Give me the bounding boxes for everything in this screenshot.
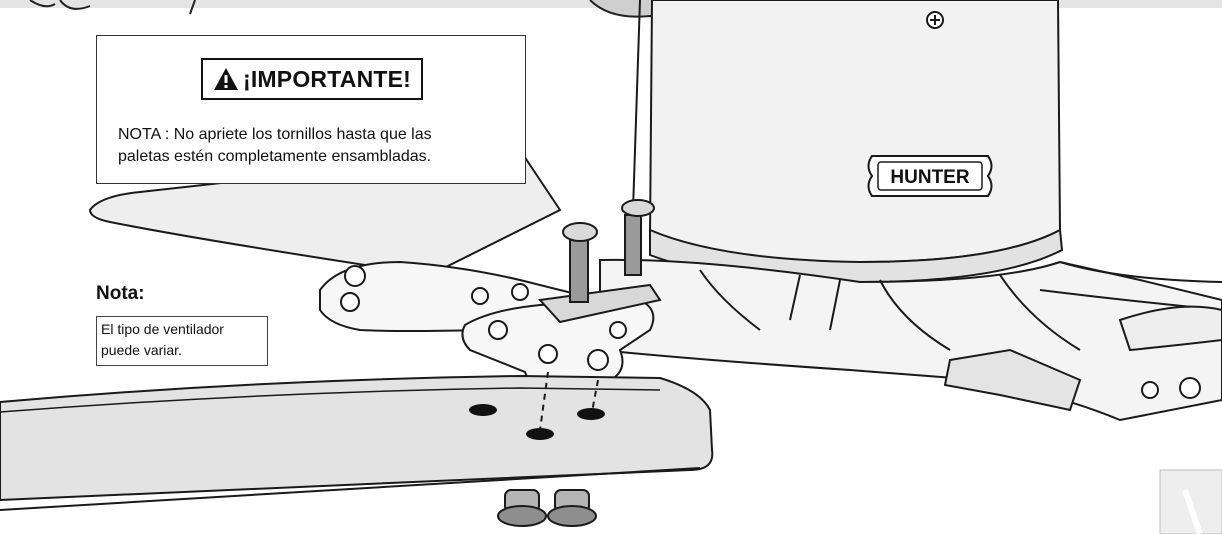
blade-front: [0, 374, 714, 502]
note-line-2: paletas estén completamente ensambladas.: [118, 148, 432, 165]
page-tab: [1159, 469, 1222, 534]
important-callout: ¡IMPORTANTE! NOTA : No apriete los torni…: [96, 35, 526, 184]
important-heading-box: ¡IMPORTANTE!: [201, 58, 423, 100]
important-note: NOTA : No apriete los tornillos hasta qu…: [118, 124, 518, 168]
grommet-right: [547, 489, 597, 527]
side-note-title: Nota:: [96, 283, 145, 304]
side-note-line-2: puede variar.: [101, 342, 182, 358]
hunter-badge: HUNTER: [867, 155, 993, 197]
side-note-line-1: El tipo de ventilador: [101, 321, 224, 337]
important-heading: ¡IMPORTANTE!: [242, 65, 412, 92]
badge-text: HUNTER: [890, 167, 969, 188]
note-line-1: NOTA : No apriete los tornillos hasta qu…: [118, 126, 432, 143]
screw-right: [621, 199, 655, 276]
motor-housing: [648, 0, 1062, 264]
warning-triangle-icon: [213, 68, 238, 90]
side-note-box: El tipo de ventilador puede variar.: [96, 316, 268, 366]
screw-left: [562, 222, 598, 303]
grommet-left: [497, 489, 547, 527]
